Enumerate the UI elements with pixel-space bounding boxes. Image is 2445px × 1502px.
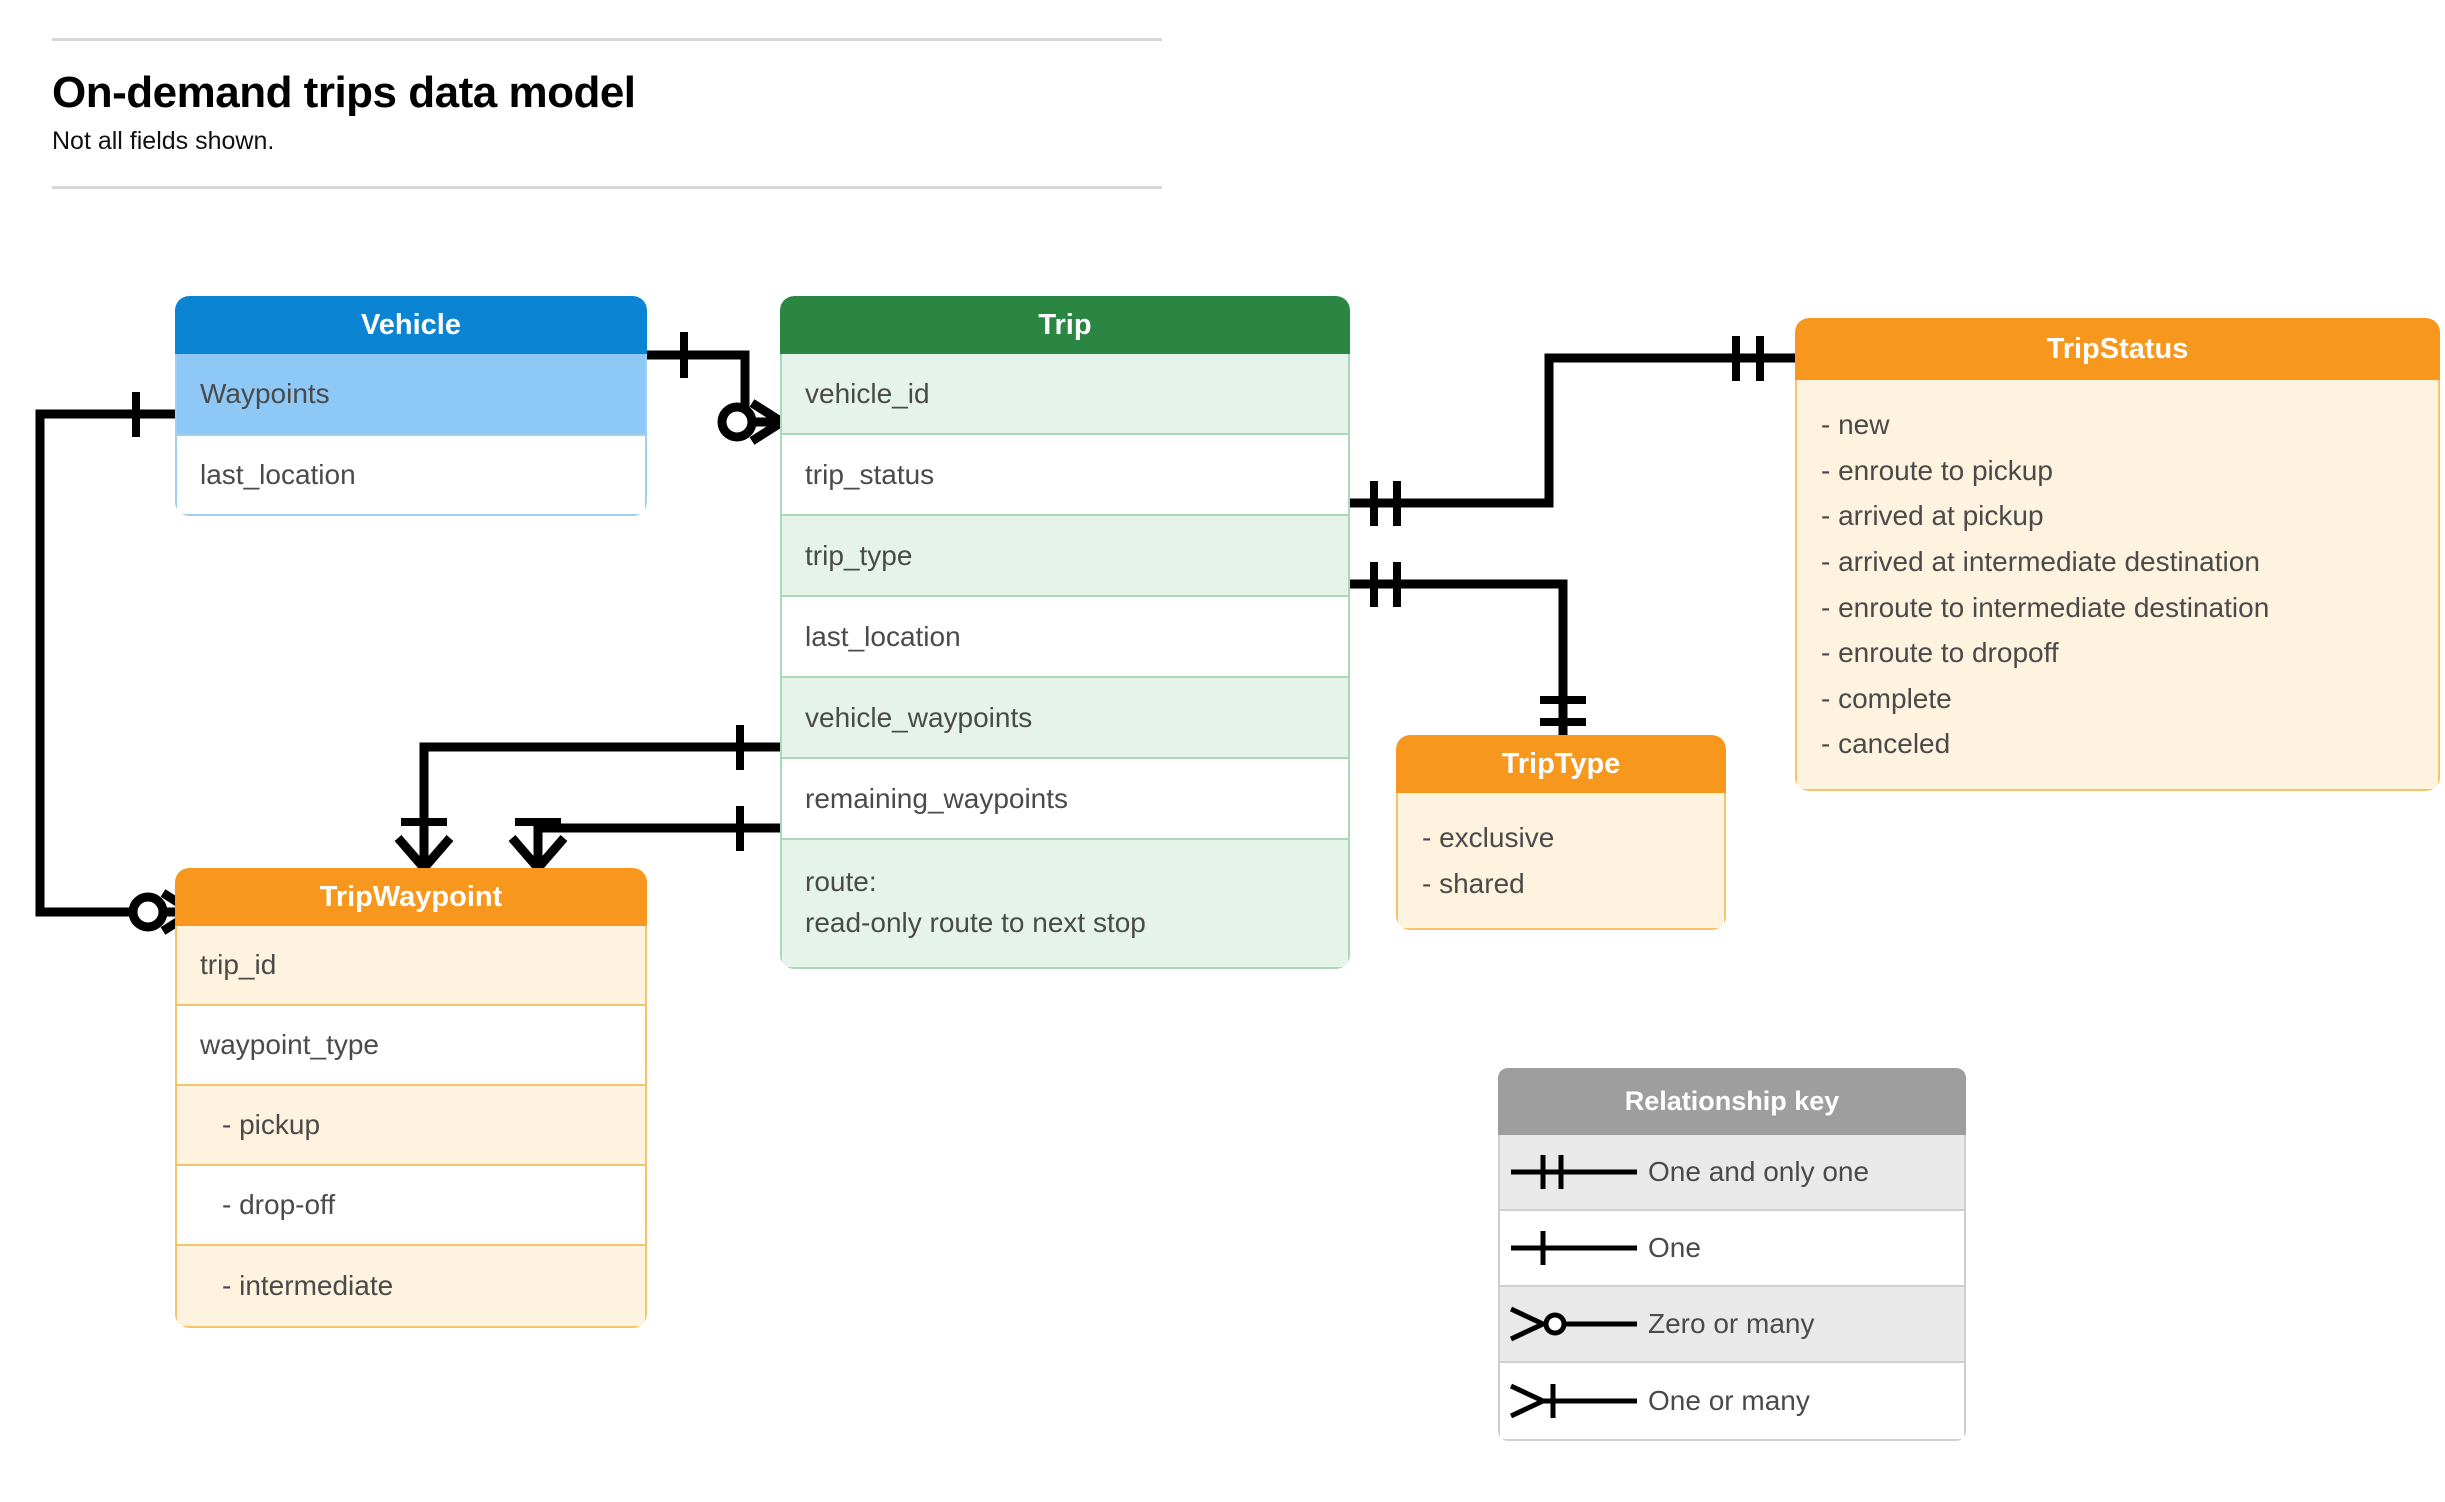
header-divider-bottom [52,186,1162,190]
list-item: - exclusive [1422,822,1555,853]
list-item: - new [1821,409,1890,440]
one-or-many-icon [1500,1378,1648,1424]
list-item: - enroute to intermediate destination [1821,591,2270,623]
table-row[interactable]: last_location [177,434,645,514]
legend-label: One or many [1648,1385,1810,1416]
entity-vehicle-title: Vehicle [175,296,647,354]
header-text-block: On-demand trips data model Not all field… [52,41,1162,186]
entity-triptype-values: - exclusive - shared [1396,793,1726,931]
legend-items: One and only one One [1498,1135,1966,1441]
entity-triptype[interactable]: TripType - exclusive - shared [1396,735,1726,931]
entity-trip-fields: vehicle_id trip_status trip_type last_lo… [780,354,1350,969]
table-row-sublabel: read-only route to next stop [805,906,1146,938]
table-row[interactable]: route: read-only route to next stop [782,840,1348,967]
list-item: - arrived at pickup [1821,500,2044,532]
one-icon [1500,1225,1648,1271]
table-row[interactable]: trip_id [177,926,645,1006]
entity-tripstatus[interactable]: TripStatus - new - enroute to pickup - a… [1795,318,2440,791]
entity-tripwaypoint-title: TripWaypoint [175,868,647,926]
table-row[interactable]: trip_type [782,516,1348,597]
list-item: - enroute to dropoff [1821,637,2059,669]
table-row[interactable]: - intermediate [177,1246,645,1326]
table-row[interactable]: trip_status [782,435,1348,516]
table-row[interactable]: remaining_waypoints [782,759,1348,840]
legend-row-one-or-many: One or many [1500,1363,1964,1439]
entity-triptype-title: TripType [1396,735,1726,793]
page-subtitle: Not all fields shown. [52,127,275,156]
table-row[interactable]: vehicle_waypoints [782,678,1348,759]
page-header: On-demand trips data model Not all field… [52,38,1162,190]
list-item: - arrived at intermediate destination [1821,545,2260,577]
entity-vehicle[interactable]: Vehicle Waypoints last_location [175,296,647,516]
entity-trip-title: Trip [780,296,1350,354]
entity-tripwaypoint[interactable]: TripWaypoint trip_id waypoint_type - pic… [175,868,647,1328]
table-row[interactable]: last_location [782,597,1348,678]
table-row[interactable]: - pickup [177,1086,645,1166]
table-row-label: route: [805,866,877,897]
legend-row-one-and-only-one: One and only one [1500,1135,1964,1211]
zero-or-many-icon [1500,1301,1648,1347]
entity-tripstatus-values: - new - enroute to pickup - arrived at p… [1795,380,2440,791]
list-item: - enroute to pickup [1821,454,2053,486]
entity-trip[interactable]: Trip vehicle_id trip_status trip_type la… [780,296,1350,969]
table-row[interactable]: - drop-off [177,1166,645,1246]
table-row[interactable]: waypoint_type [177,1006,645,1086]
table-row[interactable]: vehicle_id [782,354,1348,435]
one-and-only-one-icon [1500,1149,1648,1195]
list-item: - canceled [1821,728,1951,760]
entity-tripwaypoint-fields: trip_id waypoint_type - pickup - drop-of… [175,926,647,1328]
list-item: - complete [1821,682,1952,714]
entity-tripstatus-title: TripStatus [1795,318,2440,380]
entity-vehicle-fields: Waypoints last_location [175,354,647,516]
legend-title: Relationship key [1498,1068,1966,1135]
legend-row-zero-or-many: Zero or many [1500,1287,1964,1363]
legend-row-one: One [1500,1211,1964,1287]
header-divider-top [52,38,1162,41]
legend-label: Zero or many [1648,1308,1815,1339]
relationship-key-legend: Relationship key One and only one [1498,1068,1966,1441]
page-title: On-demand trips data model [52,68,636,117]
legend-label: One and only one [1648,1156,1870,1187]
table-row[interactable]: Waypoints [177,354,645,434]
list-item: - shared [1422,867,1525,899]
legend-label: One [1648,1232,1701,1263]
